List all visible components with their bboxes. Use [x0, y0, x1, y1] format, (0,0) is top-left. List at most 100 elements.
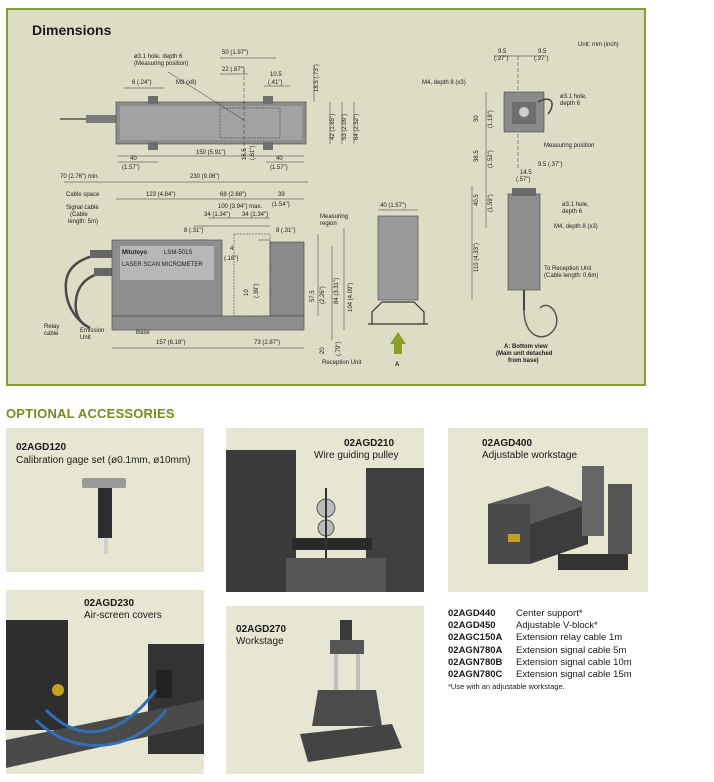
- front-d157: 157 (6.18"): [156, 340, 185, 346]
- bottom-hole1b: depth 6: [560, 101, 581, 107]
- unit-note: Unit: mm (inch): [578, 42, 619, 48]
- front-d104: 104 (4.09"): [348, 283, 354, 312]
- bottom-d9-5b: 9.5: [538, 49, 547, 55]
- accessory-code: 02AGD120: [16, 442, 67, 453]
- list-item: 02AGD450 Adjustable V-block*: [448, 620, 708, 632]
- bottom-d9-5a: 9.5: [498, 49, 507, 55]
- front-d4: 4: [230, 246, 234, 252]
- list-item-code: 02AGN780A: [448, 644, 503, 656]
- bottom-d14-5b: (.57"): [516, 177, 530, 183]
- accessory-card-02agd120: 02AGD120 Calibration gage set (ø0.1mm, ø…: [6, 428, 204, 572]
- top-d10-5: 10.5: [270, 72, 282, 78]
- dimensions-title: Dimensions: [32, 22, 112, 38]
- front-d20: 20: [320, 347, 326, 354]
- list-item-code: 02AGN780B: [448, 656, 503, 668]
- bottom-d110: 110 (4.33"): [474, 243, 480, 272]
- top-d10-5b: (.41"): [268, 80, 282, 86]
- top-d6: 6 (.24"): [132, 80, 151, 86]
- top-d64: 64 (2.52"): [354, 114, 360, 140]
- front-measuring-1: Measuring: [320, 214, 348, 220]
- front-d57-5: 57.5: [310, 290, 316, 302]
- list-item-code: 02AGC150A: [448, 632, 503, 644]
- accessory-card-02agd210: 02AGD210 Wire guiding pulley: [226, 428, 424, 592]
- bottom-view-drawing: 9.5 (.37") 9.5 (.37") M4, depth 8 (x3) ø…: [422, 49, 598, 364]
- top-d150: 150 (5.91"): [196, 150, 225, 156]
- list-item: 02AGC150A Extension relay cable 1m: [448, 632, 708, 644]
- list-item: 02AGN780C Extension signal cable 15m: [448, 669, 708, 681]
- accessory-card-02agd270: 02AGD270 Workstage: [226, 606, 424, 774]
- list-item-code: 02AGN780C: [448, 669, 503, 681]
- bottom-d30: 30: [474, 115, 480, 122]
- bottom-hole2b: depth 6: [562, 209, 583, 215]
- wire-pulley-image: [226, 450, 424, 592]
- list-item-code: 02AGD450: [448, 620, 496, 632]
- front-base: Base: [136, 330, 150, 336]
- front-d10b: (.39"): [254, 284, 260, 298]
- top-d53: 53 (2.09"): [342, 114, 348, 140]
- front-relay-1: Relay: [44, 324, 59, 330]
- top-m3: M3 (x8): [176, 80, 196, 86]
- front-relay-2: cable: [44, 331, 59, 337]
- bottom-meas-pos: Measuring position: [544, 143, 594, 149]
- list-item-desc: Extension signal cable 10m: [516, 656, 632, 668]
- front-d84: 84 (3.31"): [334, 278, 340, 304]
- bottom-d30b: (1.18"): [488, 110, 494, 128]
- bottom-d38-5b: (1.52"): [488, 150, 494, 168]
- front-emission-2: Unit: [80, 335, 91, 341]
- top-d40b: 40: [276, 156, 283, 162]
- front-d4b: (.16"): [224, 256, 238, 262]
- list-item-desc: Extension signal cable 5m: [516, 644, 627, 656]
- top-hole-note-1: ø3.1 hole, depth 6: [134, 54, 183, 60]
- air-screen-covers-image: [6, 620, 204, 768]
- front-emission-1: Emission: [80, 328, 104, 334]
- bottom-hole1a: ø3.1 hole,: [560, 94, 587, 100]
- front-plate: LASER SCAN MICROMETER: [122, 262, 203, 268]
- top-d50: 50 (1.97"): [222, 50, 248, 56]
- top-d40ab: (1.57"): [122, 165, 140, 171]
- dimension-drawings: Unit: mm (inch): [44, 42, 619, 368]
- bottom-hole2a: ø3.1 hole,: [562, 202, 589, 208]
- front-d100: 100 (3.94") max.: [218, 204, 262, 210]
- bottom-to-rec-1: To Reception Unit: [544, 266, 592, 272]
- side-view-drawing: 40 (1.57") A: [368, 203, 428, 368]
- top-d15-5b: (.61"): [250, 146, 256, 160]
- front-model: LSM-501S: [164, 250, 192, 256]
- dimensions-panel: Dimensions Unit: mm (inch): [6, 8, 646, 386]
- bottom-caption-2: (Main unit detached: [496, 351, 553, 357]
- top-d15-5: 15.5: [242, 148, 248, 160]
- front-d70: 70 (2.76") min.: [60, 174, 99, 180]
- calibration-gage-image: [82, 478, 126, 554]
- accessory-description: Air-screen covers: [84, 610, 162, 621]
- front-d39: 39: [278, 192, 285, 198]
- front-brand: Mitutoyo: [122, 250, 147, 256]
- bottom-to-rec-2: (Cable length: 0.6m): [544, 273, 598, 279]
- accessory-description: Adjustable workstage: [482, 450, 578, 461]
- front-d10: 10: [244, 289, 250, 296]
- accessories-heading: OPTIONAL ACCESSORIES: [6, 406, 175, 421]
- accessory-description: Calibration gage set (ø0.1mm, ø10mm): [16, 455, 191, 466]
- front-d57-5b: (2.26"): [320, 286, 326, 304]
- list-item: 02AGN780B Extension signal cable 10m: [448, 657, 708, 669]
- bottom-d14-5: 14.5: [520, 170, 532, 176]
- list-item-desc: Extension signal cable 15m: [516, 669, 632, 681]
- front-d8a: 8 (.31"): [184, 228, 203, 234]
- bottom-d9-5ab: (.37"): [494, 56, 508, 62]
- top-d18-5: 18.5 (.73"): [314, 64, 320, 92]
- adjustable-workstage-image: [488, 466, 632, 570]
- bottom-d38-5: 38.5: [474, 150, 480, 162]
- bottom-d9-5c: 9.5 (.37"): [538, 162, 562, 168]
- accessory-code: 02AGD400: [482, 438, 533, 449]
- bottom-d40-5b: (1.59"): [488, 194, 494, 212]
- top-hole-note-2: (Measuring position): [134, 61, 188, 67]
- accessory-card-02agd400: 02AGD400 Adjustable workstage: [448, 428, 648, 592]
- list-item: 02AGN780A Extension signal cable 5m: [448, 645, 708, 657]
- front-d123: 123 (4.84"): [146, 192, 175, 198]
- front-signal-3: length: 5m): [68, 219, 98, 225]
- bottom-d40-5: 40.5: [474, 194, 480, 206]
- list-item-desc: Center support*: [516, 608, 583, 619]
- front-signal-1: Signal cable: [66, 205, 99, 211]
- front-d39b: (1.54"): [272, 202, 290, 208]
- front-d20b: (.79"): [336, 342, 342, 356]
- bottom-d9-5bb: (.37"): [534, 56, 548, 62]
- bottom-caption-3: from base): [508, 358, 539, 364]
